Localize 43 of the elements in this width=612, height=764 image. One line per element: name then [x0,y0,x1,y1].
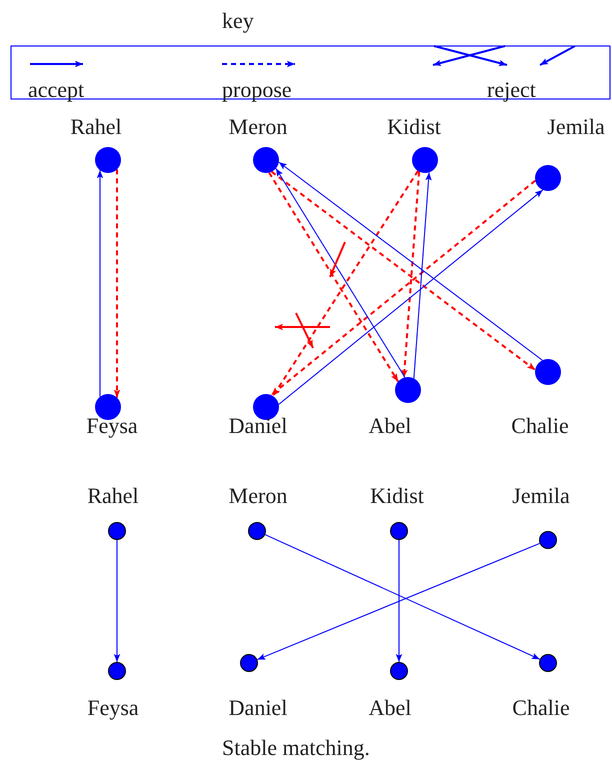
person-name: Kidist [370,485,424,507]
person-name: Jemila [512,485,570,507]
vertex-circle [108,522,126,540]
legend-label: reject [487,79,536,101]
person-name: Kidist [387,116,441,138]
vertex-circle [535,165,561,191]
vertex-circle [390,662,408,680]
vertex-circle [95,394,121,420]
arrow [114,169,120,398]
person-name: Rahel [70,116,122,138]
vertex-circle [95,147,121,173]
vertex-circle [240,654,258,672]
vertex-circle [253,147,279,173]
arrow [114,540,120,662]
person-name: Meron [228,485,288,507]
vertex-circle [395,377,421,403]
key-heading: key [222,10,254,32]
person-name: Jemila [547,116,605,138]
vertex-circle [535,359,561,385]
arrow [96,170,104,398]
legend-label: propose [222,79,292,101]
person-name: Daniel [228,697,288,719]
caption: Stable matching. [222,737,370,759]
person-name: Meron [228,116,288,138]
arrow [396,540,402,662]
person-name: Rahel [87,485,139,507]
vertex-circle [539,654,557,672]
person-name: Daniel [228,415,288,437]
vertex-circle [390,522,408,540]
person-name: Chalie [511,415,569,437]
arrow [413,172,432,379]
arrow [401,172,420,378]
person-name: Abel [368,415,412,437]
legend-label: accept [28,79,84,101]
vertex-circle [108,662,126,680]
person-name: Chalie [512,697,570,719]
vertex-circle [248,522,266,540]
vertex-circle [539,531,557,549]
vertex-circle [412,147,438,173]
person-name: Feysa [86,415,138,437]
arrow [272,170,419,397]
person-name: Abel [368,697,412,719]
person-name: Feysa [87,697,139,719]
